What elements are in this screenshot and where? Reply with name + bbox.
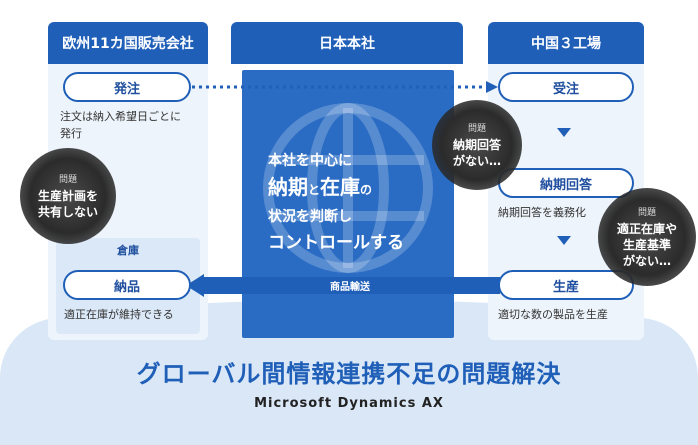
order-description: 注文は納入希望日ごとに 発行 (60, 110, 181, 140)
flow-arrow-2 (557, 236, 571, 245)
center-line-4: コントロールする (268, 233, 404, 253)
globe-icon (263, 103, 433, 273)
answer-pill: 納期回答 (498, 168, 634, 198)
problem-text: 適正在庫や 生産基準 がない… (616, 222, 677, 268)
receive-pill: 受注 (498, 72, 634, 102)
answer-description: 納期回答を義務化 (498, 206, 586, 219)
footer-headline: グローバル間情報連携不足の問題解決 (136, 360, 562, 388)
column-header-china: 中国３工場 (488, 22, 644, 64)
column-header-japan: 日本本社 (231, 22, 463, 64)
problem-text: 納期回答 がない… (452, 138, 501, 168)
column-header-europe: 欧州11カ国販売会社 (48, 22, 208, 64)
center-line-2: 納期と在庫の (268, 172, 404, 205)
produce-pill: 生産 (498, 270, 634, 300)
footer-product: Microsoft Dynamics AX (254, 396, 444, 411)
transport-arrow-bar (200, 277, 500, 294)
produce-description: 適切な数の製品を生産 (498, 308, 608, 321)
problem-tag: 問題 (58, 175, 77, 185)
center-word-delivery: 納期 (268, 175, 308, 199)
transport-arrow-head (186, 274, 204, 297)
warehouse-label: 倉庫 (117, 244, 139, 257)
order-flow-arrow (192, 81, 498, 93)
transport-label: 商品輸送 (330, 282, 370, 293)
center-particle-to: と (308, 183, 321, 197)
problem-tag: 問題 (637, 208, 656, 218)
delivery-pill: 納品 (63, 270, 191, 300)
delivery-description: 適正在庫が維持できる (64, 308, 174, 321)
center-line-1: 本社を中心に (268, 153, 352, 169)
problem-text: 生産計画を 共有しない (37, 189, 98, 219)
flow-arrow-1 (557, 128, 571, 137)
center-line-3: 状況を判断し (268, 209, 352, 225)
center-word-stock: 在庫 (320, 175, 361, 199)
center-particle-no: の (360, 183, 373, 197)
center-message: 本社を中心に 納期と在庫の 状況を判断し コントロールする (268, 150, 404, 257)
order-pill: 発注 (63, 72, 191, 102)
problem-bubble-stock: 問題 適正在庫や 生産基準 がない… (598, 188, 696, 286)
problem-tag: 問題 (467, 124, 486, 134)
problem-bubble-answer: 問題 納期回答 がない… (432, 100, 522, 190)
problem-bubble-plan: 問題 生産計画を 共有しない (20, 148, 116, 244)
